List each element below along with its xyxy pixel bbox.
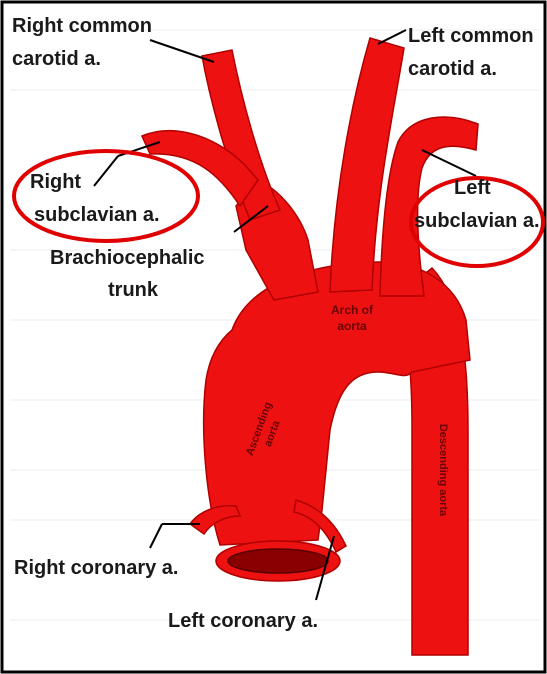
label-right-coronary: Right coronary a.: [14, 557, 178, 579]
label-brachiocephalic-1: Brachiocephalic: [50, 247, 205, 269]
label-right-subclavian-1: Right: [30, 171, 81, 193]
label-left-common-carotid-2: carotid a.: [408, 58, 497, 80]
arch-label-line1: Arch of: [331, 303, 374, 317]
label-left-subclavian-1: Left: [454, 177, 491, 199]
aortic-root-opening: [228, 549, 328, 573]
label-right-common-carotid-2: carotid a.: [12, 48, 101, 70]
label-left-subclavian-2: subclavian a.: [414, 210, 540, 232]
label-left-common-carotid-1: Left common: [408, 25, 534, 47]
descending-label: Descending aorta: [437, 424, 449, 517]
label-right-subclavian-2: subclavian a.: [34, 204, 160, 226]
label-right-common-carotid-1: Right common: [12, 15, 152, 37]
label-left-coronary: Left coronary a.: [168, 610, 318, 632]
label-brachiocephalic-2: trunk: [108, 279, 159, 301]
arch-label-line2: aorta: [337, 319, 367, 333]
